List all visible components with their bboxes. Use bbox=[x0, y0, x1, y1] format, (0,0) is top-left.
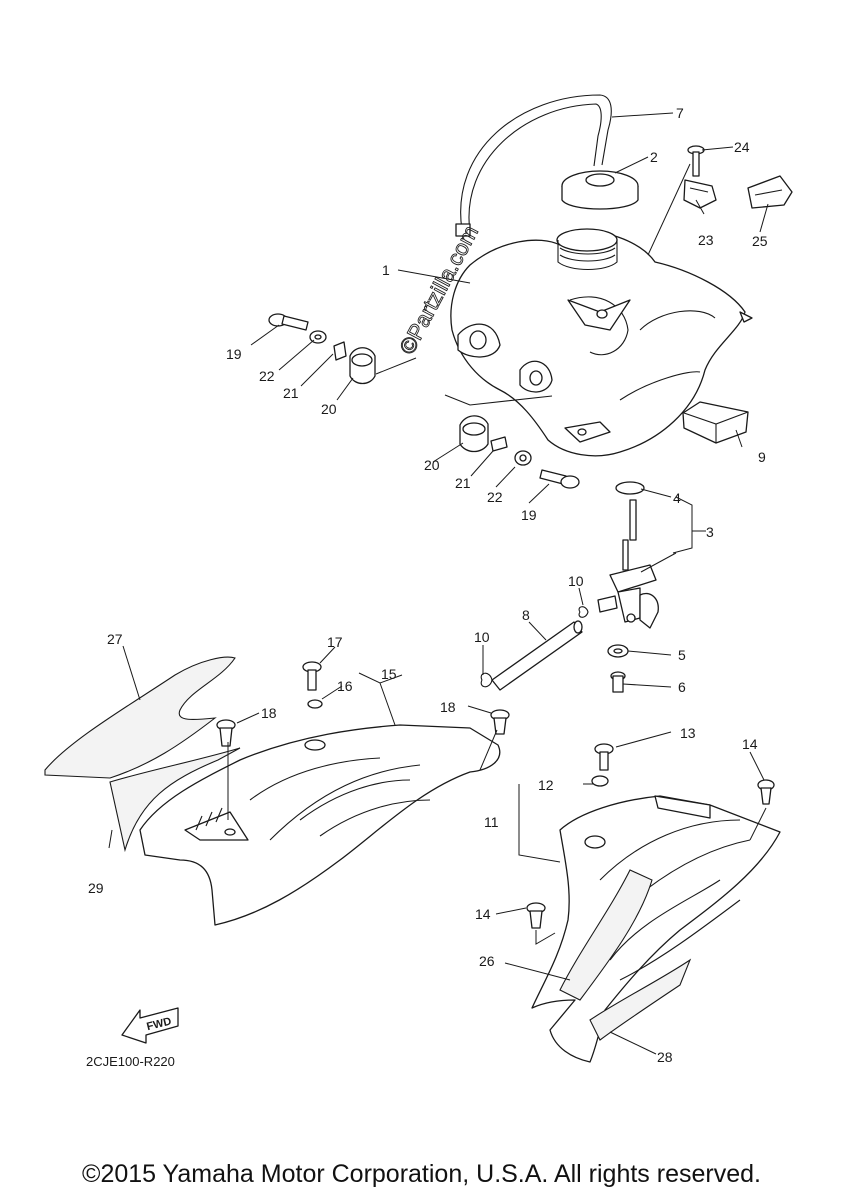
tank-damper bbox=[682, 401, 749, 444]
callout-14-right: 14 bbox=[742, 736, 758, 752]
bracket-clip bbox=[683, 179, 717, 209]
fuel-cap bbox=[561, 170, 639, 210]
callout-11: 11 bbox=[484, 814, 499, 830]
vent-hose bbox=[455, 94, 612, 237]
screw-13 bbox=[594, 743, 614, 771]
hose-clip-10-lower bbox=[480, 672, 493, 688]
graphic-28 bbox=[589, 958, 692, 1041]
callout-28: 28 bbox=[657, 1049, 673, 1065]
damper-clip bbox=[747, 175, 793, 209]
leader-lines bbox=[108, 112, 769, 1055]
callout-15: 15 bbox=[381, 666, 397, 682]
callout-22-upper: 22 bbox=[259, 368, 275, 384]
fuel-cock bbox=[597, 481, 659, 629]
callout-20-upper: 20 bbox=[321, 401, 337, 417]
copyright-notice: ©2015 Yamaha Motor Corporation, U.S.A. A… bbox=[82, 1160, 761, 1188]
callout-16: 16 bbox=[337, 678, 353, 694]
collar-21-lower bbox=[490, 436, 508, 452]
callout-8: 8 bbox=[522, 607, 530, 623]
side-cover-right bbox=[531, 795, 781, 1063]
side-cover-left bbox=[139, 724, 501, 926]
screw-6 bbox=[610, 671, 626, 693]
callout-19-lower: 19 bbox=[521, 507, 537, 523]
callout-24: 24 bbox=[734, 139, 750, 155]
clip-18-left bbox=[216, 719, 236, 747]
graphic-26 bbox=[559, 869, 653, 1001]
callout-19-upper: 19 bbox=[226, 346, 242, 362]
bolt-19-lower bbox=[539, 469, 580, 489]
callout-27: 27 bbox=[107, 631, 123, 647]
fwd-label: FWD bbox=[145, 1015, 172, 1033]
callout-4: 4 bbox=[673, 490, 681, 506]
hose-clip-10-upper bbox=[578, 606, 589, 618]
callout-29: 29 bbox=[88, 880, 104, 896]
callout-6: 6 bbox=[678, 679, 686, 695]
bolt-19-upper bbox=[268, 313, 309, 331]
fwd-arrow-icon: FWD bbox=[121, 1007, 179, 1044]
graphic-29 bbox=[109, 747, 241, 853]
callout-20-lower: 20 bbox=[424, 457, 440, 473]
callout-17: 17 bbox=[327, 634, 343, 650]
callout-23: 23 bbox=[698, 232, 714, 248]
fuel-hose bbox=[491, 620, 583, 691]
callout-7: 7 bbox=[676, 105, 684, 121]
callout-26: 26 bbox=[479, 953, 495, 969]
callout-18-left: 18 bbox=[261, 705, 277, 721]
callout-25: 25 bbox=[752, 233, 768, 249]
clip-18-right bbox=[490, 709, 510, 735]
callout-21-upper: 21 bbox=[283, 385, 299, 401]
fuel-tank bbox=[444, 228, 753, 457]
callout-labels: 1 2 3 4 5 6 7 8 9 10 10 11 12 13 14 14 1… bbox=[88, 105, 768, 1065]
nut-12 bbox=[591, 775, 609, 787]
graphic-27 bbox=[44, 656, 236, 779]
callout-3: 3 bbox=[706, 524, 714, 540]
screw-17 bbox=[302, 661, 322, 691]
callout-2: 2 bbox=[650, 149, 658, 165]
callout-1: 1 bbox=[382, 262, 390, 278]
screw-24 bbox=[687, 145, 705, 177]
clip-14-right bbox=[757, 779, 775, 805]
callout-10-lower: 10 bbox=[474, 629, 490, 645]
callout-22-lower: 22 bbox=[487, 489, 503, 505]
nut-16 bbox=[307, 699, 323, 709]
callout-13: 13 bbox=[680, 725, 696, 741]
callout-21-lower: 21 bbox=[455, 475, 471, 491]
callout-5: 5 bbox=[678, 647, 686, 663]
clip-14-left bbox=[526, 902, 546, 929]
damper-20-lower bbox=[459, 415, 489, 453]
diagram-code: 2CJE100-R220 bbox=[86, 1054, 175, 1069]
callout-9: 9 bbox=[758, 449, 766, 465]
callout-14-left: 14 bbox=[475, 906, 491, 922]
callout-10-upper: 10 bbox=[568, 573, 584, 589]
collar-21-upper bbox=[333, 341, 347, 361]
callout-12: 12 bbox=[538, 777, 554, 793]
callout-18-right: 18 bbox=[440, 699, 456, 715]
damper-20-upper bbox=[349, 347, 376, 385]
